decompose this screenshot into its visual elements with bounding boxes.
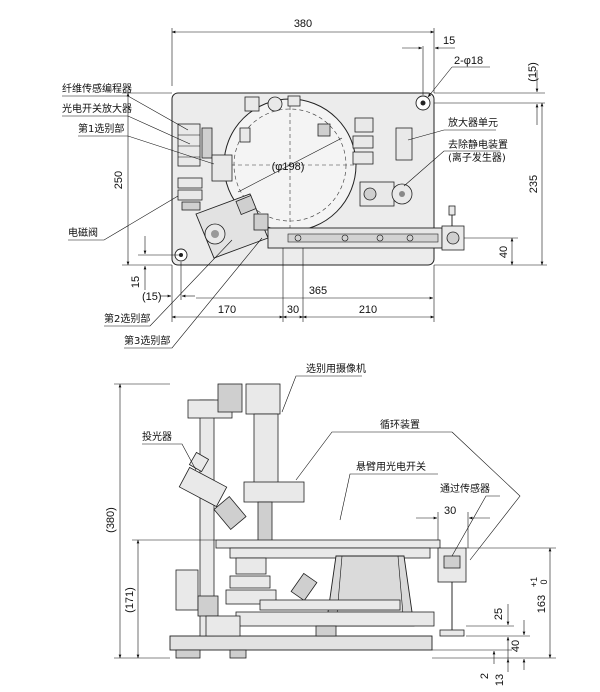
dim-30-side: 30: [444, 505, 456, 517]
top-view: 380 15 2-φ18 (15) 235 40 250 15: [62, 18, 547, 349]
label-ion-generator: (离子发生器): [448, 151, 506, 164]
side-base-plate: [169, 635, 433, 651]
dim-380: 380: [294, 18, 312, 30]
dim-380-side: (380): [105, 507, 117, 533]
label-pass-sensor: 通过传感器: [440, 482, 490, 495]
dim-163-tol-zero: 0: [539, 579, 549, 584]
dim-170: 170: [218, 304, 236, 316]
amp-unit-block: [395, 127, 413, 161]
label-static-remover: 去除静电装置: [448, 138, 508, 151]
dim-163: 163: [536, 595, 548, 613]
linear-feeder: [267, 205, 465, 251]
dim-235: 235: [528, 175, 540, 193]
dim-40-top: 40: [498, 246, 510, 258]
dim-30-top: 30: [287, 304, 299, 316]
label-camera: 选别用摄像机: [306, 362, 366, 375]
dim-25-side: 25: [493, 608, 505, 620]
label-fiber-encoder: 纤维传感编程器: [62, 82, 132, 95]
dim-210: 210: [359, 304, 377, 316]
label-sort1: 第1选别部: [78, 122, 124, 135]
dim-hole-spec: 2-φ18: [454, 55, 483, 67]
label-amp-unit: 放大器单元: [448, 116, 498, 129]
camera-body: [253, 413, 279, 489]
fiber-encoder-block: [177, 123, 201, 167]
dim-15-paren: (15): [527, 62, 539, 82]
dim-15-bottom: (15): [142, 291, 162, 303]
dim-163-tol-plus: +1: [529, 577, 539, 587]
label-photo-amp: 光电开关放大器: [62, 102, 132, 115]
dim-250: 250: [113, 171, 125, 189]
label-circulation: 循环装置: [380, 418, 420, 431]
side-view: 选别用摄像机 投光器 循环装置 悬臂用光电开关 通过传感器 (380) (171…: [105, 362, 556, 686]
label-solenoid: 电磁阀: [68, 226, 98, 239]
label-sort3: 第3选别部: [124, 334, 170, 347]
dim-13-side: 13: [494, 674, 506, 686]
dim-15-top: 15: [443, 35, 455, 47]
dim-2-side: 2: [479, 673, 491, 679]
label-cantilever-switch: 悬臂用光电开关: [356, 460, 426, 473]
dim-15-left: 15: [130, 276, 142, 288]
dim-40-side: 40: [510, 640, 522, 652]
dim-171-side: (171): [124, 587, 136, 613]
sorting-unit: [195, 193, 269, 259]
dim-bowl-diameter: (φ198): [272, 161, 305, 173]
label-projector: 投光器: [142, 430, 172, 443]
bowl-feeder: [215, 539, 441, 637]
dim-365: 365: [309, 285, 327, 297]
label-sort2: 第2选别部: [104, 312, 150, 325]
